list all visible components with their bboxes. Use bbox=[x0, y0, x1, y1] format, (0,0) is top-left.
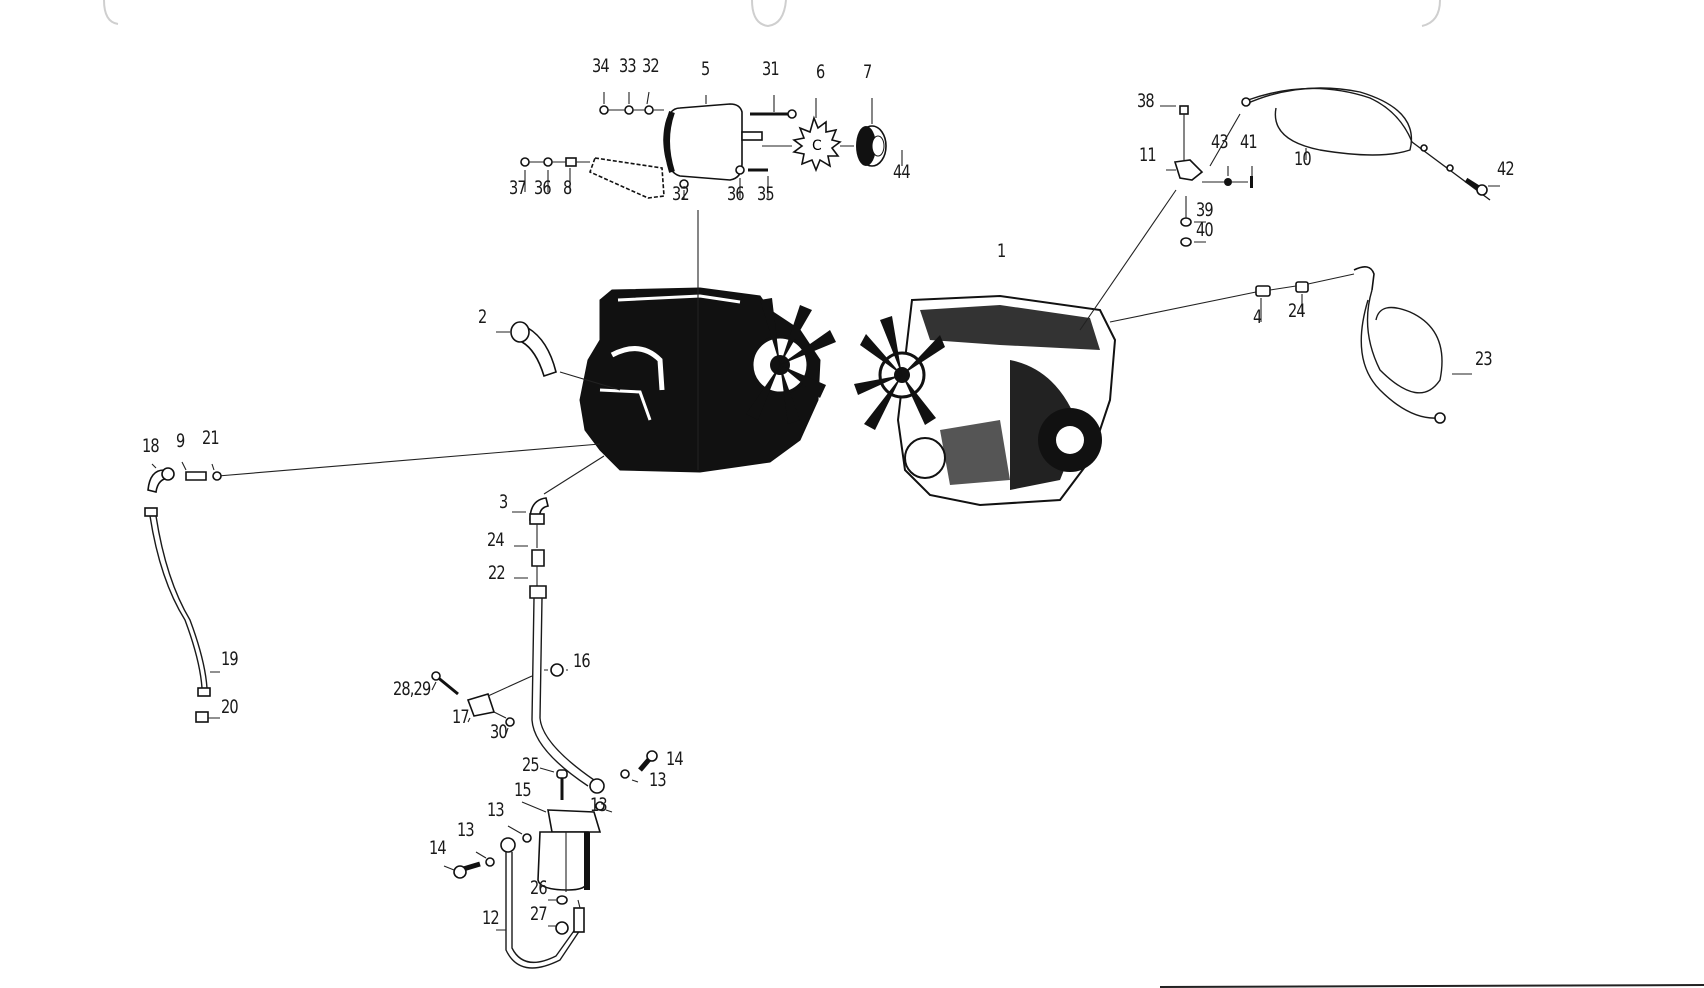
engine-left-view bbox=[579, 287, 836, 473]
callout-13: 13 bbox=[649, 769, 667, 791]
callout-16: 16 bbox=[573, 650, 591, 672]
callout-13: 13 bbox=[590, 794, 608, 816]
callout-14: 14 bbox=[429, 837, 447, 859]
callout-3: 3 bbox=[499, 491, 508, 513]
oil-pressure-line-right bbox=[1109, 266, 1472, 424]
callout-13: 13 bbox=[487, 799, 505, 821]
callout-7: 7 bbox=[863, 61, 872, 83]
callout-30: 30 bbox=[490, 721, 508, 743]
callout-21: 21 bbox=[202, 427, 220, 449]
throttle-cable-assembly bbox=[1079, 87, 1500, 331]
callout-1: 1 bbox=[997, 240, 1006, 262]
callout-44: 44 bbox=[893, 161, 911, 183]
callout-8: 8 bbox=[563, 177, 572, 199]
callout-10: 10 bbox=[1294, 148, 1312, 170]
callout-39: 39 bbox=[1196, 199, 1214, 221]
callout-11: 11 bbox=[1139, 144, 1157, 166]
callout-26: 26 bbox=[530, 877, 548, 899]
callout-43: 43 bbox=[1211, 131, 1229, 153]
callout-15: 15 bbox=[514, 779, 532, 801]
callout-23: 23 bbox=[1475, 348, 1493, 370]
callout-33: 33 bbox=[619, 55, 637, 77]
callout-36: 36 bbox=[534, 177, 552, 199]
svg-text:C: C bbox=[812, 138, 822, 154]
oil-line-left bbox=[144, 443, 601, 723]
callout-9: 9 bbox=[176, 430, 185, 452]
callout-13: 13 bbox=[457, 819, 475, 841]
callout-28-29: 28,29 bbox=[393, 678, 431, 700]
callout-5: 5 bbox=[701, 58, 710, 80]
callout-32: 32 bbox=[642, 55, 660, 77]
callout-37: 37 bbox=[509, 177, 527, 199]
callout-18: 18 bbox=[142, 435, 160, 457]
callout-34: 34 bbox=[592, 55, 610, 77]
callout-19: 19 bbox=[221, 648, 239, 670]
callout-22: 22 bbox=[488, 562, 506, 584]
callout-32: 32 bbox=[672, 183, 690, 205]
callout-2: 2 bbox=[478, 306, 487, 328]
engine-right-view bbox=[854, 294, 1117, 507]
binder-ring-marks bbox=[103, 0, 1441, 28]
callout-14: 14 bbox=[666, 748, 684, 770]
callout-27: 27 bbox=[530, 903, 548, 925]
callout-4: 4 bbox=[1253, 306, 1262, 328]
callout-25: 25 bbox=[522, 754, 540, 776]
coolant-pipe-elbow bbox=[496, 321, 621, 391]
callout-24: 24 bbox=[487, 529, 505, 551]
callout-35: 35 bbox=[757, 183, 775, 205]
callout-40: 40 bbox=[1196, 219, 1214, 241]
callout-38: 38 bbox=[1137, 90, 1155, 112]
callout-42: 42 bbox=[1497, 158, 1515, 180]
callout-17: 17 bbox=[452, 706, 470, 728]
callout-12: 12 bbox=[482, 907, 500, 929]
callout-24: 24 bbox=[1288, 300, 1306, 322]
alternator-assembly: C bbox=[520, 91, 903, 470]
callout-41: 41 bbox=[1240, 131, 1258, 153]
callout-36: 36 bbox=[727, 183, 745, 205]
oil-filter-line bbox=[431, 455, 658, 969]
callout-20: 20 bbox=[221, 696, 239, 718]
callout-31: 31 bbox=[762, 58, 780, 80]
callout-6: 6 bbox=[816, 61, 825, 83]
